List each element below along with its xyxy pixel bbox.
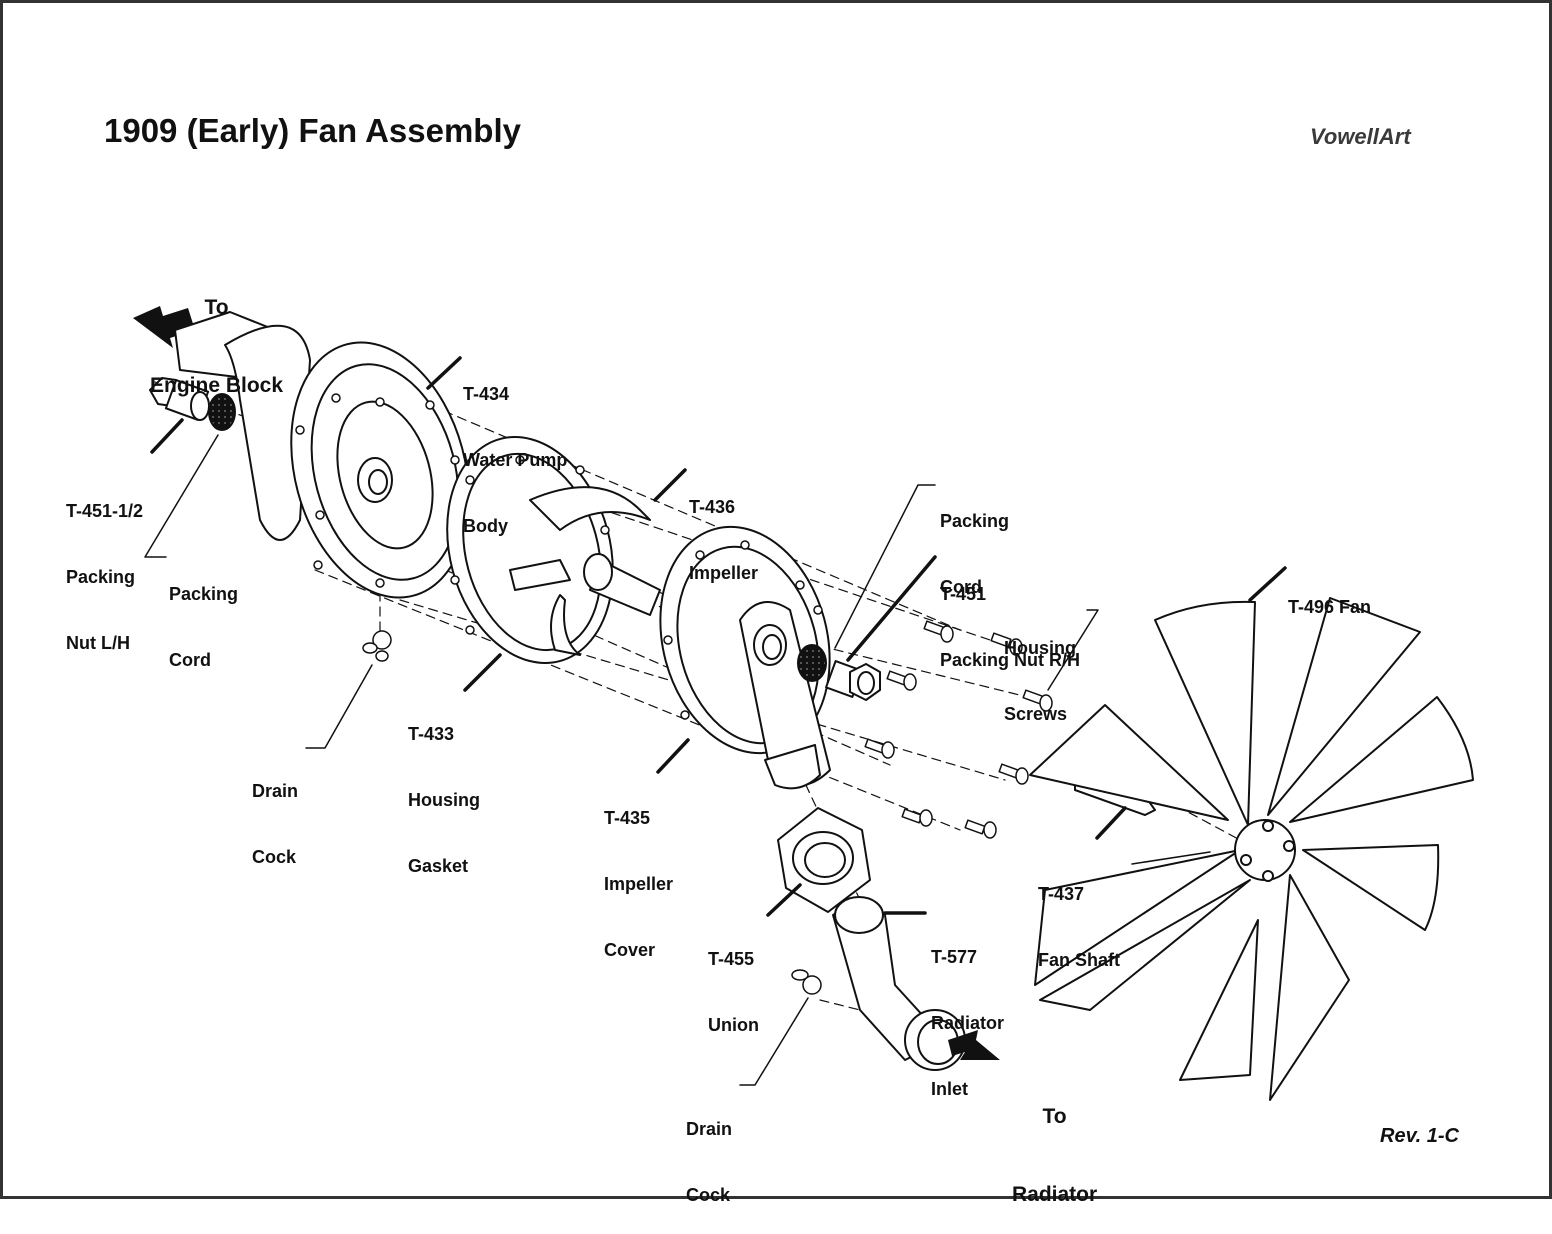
part-name: Screws — [1004, 704, 1068, 724]
part-name: Packing Nut R/H — [940, 650, 1081, 670]
part-number: T-455 — [708, 949, 755, 969]
exploded-view-drawing — [133, 306, 1474, 1101]
part-number: T-496 Fan — [1288, 597, 1372, 617]
part-number: T-437 — [1038, 884, 1085, 904]
part-number: T-434 — [463, 384, 510, 404]
part-number: T-436 — [689, 497, 736, 517]
packing-nut-rh — [825, 660, 881, 701]
packing-cord-right-part — [797, 644, 827, 682]
part-name: Packing — [66, 567, 136, 587]
part-name: Nut L/H — [66, 633, 130, 653]
impeller — [509, 486, 661, 656]
radiator-flow-arrow — [948, 1030, 1000, 1060]
part-name: Drain — [252, 781, 299, 801]
callout-packing-cord-left: Packing Cord — [169, 539, 238, 693]
part-number: T-433 — [408, 724, 455, 744]
callout-drain-cock-left: Drain Cock — [252, 736, 298, 890]
flow-line: Radiator — [1012, 1183, 1098, 1206]
callout-t435: T-435 Impeller Cover — [604, 763, 673, 983]
revision-label: Rev. 1-C — [1380, 1125, 1459, 1147]
part-name: Housing — [1004, 638, 1076, 658]
housing-screws-parts — [864, 620, 1053, 839]
part-name: Cord — [169, 650, 211, 670]
callout-t451: T-451 Packing Nut R/H — [940, 539, 1080, 693]
part-name: Union — [708, 1015, 759, 1035]
part-name: Radiator — [931, 1013, 1005, 1033]
part-name: Drain — [686, 1119, 733, 1139]
part-name: Packing — [169, 584, 239, 604]
part-number: T-451-1/2 — [66, 501, 144, 521]
thin-leader-lines — [144, 434, 1211, 1086]
callout-housing-screws: Housing Screws — [1004, 593, 1076, 747]
part-name: Fan Shaft — [1038, 950, 1121, 970]
part-name: Water Pump — [463, 450, 568, 470]
part-name: Impeller — [689, 563, 759, 583]
callout-packing-cord-right: Packing Cord — [940, 466, 1009, 620]
part-name: Packing — [940, 511, 1010, 531]
diagram-title: 1909 (Early) Fan Assembly — [104, 112, 521, 149]
callout-t437: T-437 Fan Shaft — [1038, 839, 1120, 993]
part-number: T-435 — [604, 808, 651, 828]
flow-line: To — [1042, 1105, 1067, 1128]
part-name: Cover — [604, 940, 656, 960]
part-number: T-451 — [940, 584, 987, 604]
impeller-cover — [659, 525, 831, 790]
callout-t577: T-577 Radiator Inlet — [931, 902, 1004, 1122]
brand-credit: VowellArt — [1310, 124, 1411, 149]
callout-t496: T-496 Fan — [1288, 552, 1371, 640]
leader-lines — [150, 356, 1287, 917]
engine-flow-arrow — [133, 306, 195, 348]
part-number: T-577 — [931, 947, 978, 967]
part-name: Cock — [686, 1185, 731, 1205]
to-engine-block-label: To Engine Block — [150, 243, 283, 425]
callout-t433: T-433 Housing Gasket — [408, 679, 480, 899]
packing-nut-lh — [149, 377, 210, 421]
fan — [1029, 597, 1474, 1101]
part-name: Gasket — [408, 856, 469, 876]
drain-cock-right-part — [791, 969, 822, 995]
flow-line: To — [204, 296, 229, 319]
part-name: Cock — [252, 847, 297, 867]
callout-drain-cock-right: Drain Cock — [686, 1074, 732, 1228]
radiator-inlet — [832, 896, 1000, 1071]
part-name: Cord — [940, 577, 982, 597]
callout-t455: T-455 Union — [708, 904, 759, 1058]
callout-t436: T-436 Impeller — [689, 452, 758, 606]
packing-cord-left-part — [208, 393, 236, 431]
part-name: Inlet — [931, 1079, 969, 1099]
part-name: Impeller — [604, 874, 674, 894]
callout-t451-half: T-451-1/2 Packing Nut L/H — [66, 456, 143, 676]
flow-line: Engine Block — [150, 374, 284, 397]
callout-t434: T-434 Water Pump Body — [463, 339, 567, 559]
part-name: Body — [463, 516, 508, 536]
to-radiator-label: To Radiator — [1012, 1052, 1097, 1234]
drain-cock-left-part — [362, 630, 392, 662]
water-pump-body — [174, 311, 470, 599]
part-name: Housing — [408, 790, 480, 810]
